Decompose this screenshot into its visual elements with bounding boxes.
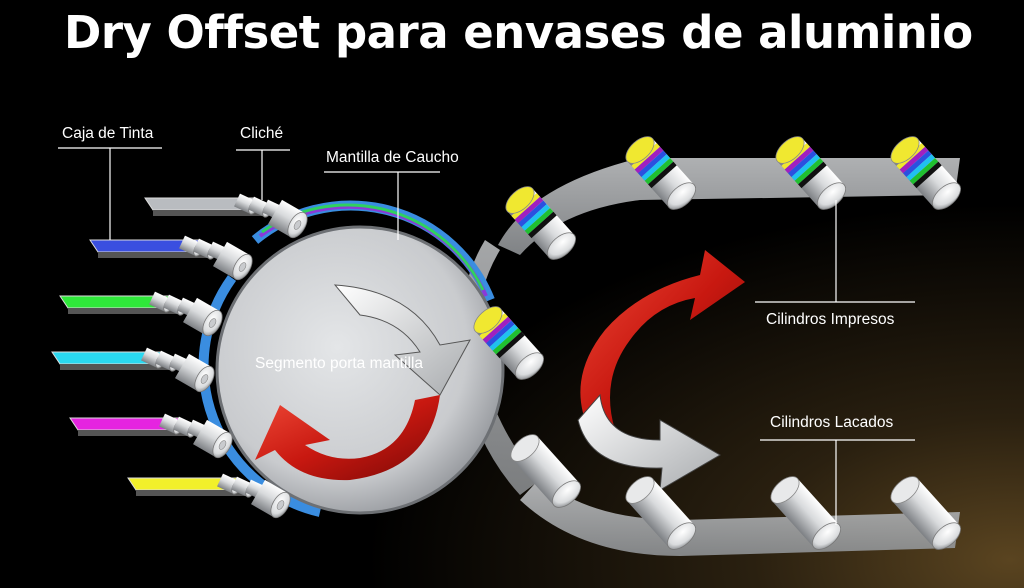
- printed-can: [505, 186, 576, 260]
- transfer-roller: [175, 353, 215, 393]
- plate-label: Cliché: [240, 125, 284, 142]
- ink-box-label: Caja de Tinta: [62, 125, 154, 142]
- printed-can: [890, 136, 961, 210]
- ink-tray: [144, 193, 308, 239]
- transfer-roller: [193, 419, 233, 459]
- leader-lines: [58, 147, 915, 525]
- varnished-cans: [510, 434, 961, 550]
- transfer-roller: [213, 241, 253, 281]
- center-rotation-arrows: [577, 250, 745, 491]
- printed-cans: [473, 136, 961, 380]
- transfer-roller: [250, 479, 291, 519]
- ink-tray: [89, 235, 253, 281]
- ink-stations: [51, 193, 308, 519]
- drum-rotation-arrows: [255, 284, 471, 481]
- transfer-roller: [268, 199, 308, 239]
- printed-cylinders-label: Cilindros Impresos: [766, 311, 895, 328]
- ink-tray: [51, 347, 215, 393]
- varnished-can: [510, 434, 581, 508]
- ink-tray: [69, 413, 233, 459]
- varnished-can: [770, 476, 841, 550]
- blanket-segment-label: Segmento porta mantilla: [255, 355, 424, 372]
- ink-tray: [59, 291, 223, 337]
- diagram-title: Dry Offset para envases de aluminio: [64, 6, 973, 59]
- varnished-can: [625, 476, 696, 550]
- ink-tray: [127, 473, 291, 519]
- printed-can: [625, 136, 696, 210]
- printed-can: [775, 136, 846, 210]
- printed-can: [473, 306, 544, 380]
- rubber-blanket-label: Mantilla de Caucho: [326, 149, 459, 166]
- transfer-roller: [183, 297, 223, 337]
- varnished-cylinders-label: Cilindros Lacados: [770, 414, 894, 431]
- varnished-can: [890, 476, 961, 550]
